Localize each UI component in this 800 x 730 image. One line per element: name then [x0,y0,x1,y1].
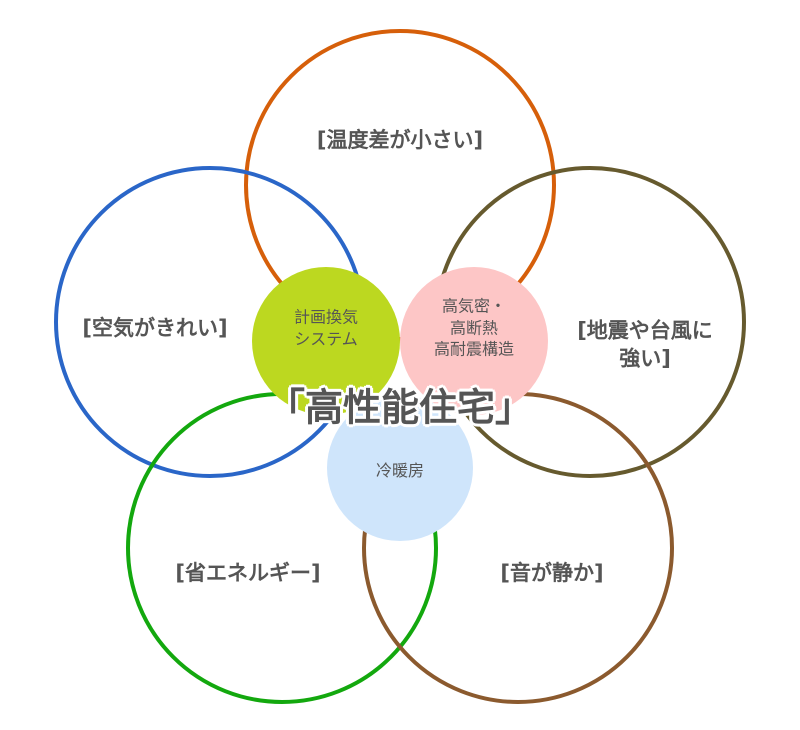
circle-structure [400,267,548,415]
label-quiet: [音が静か] [500,560,604,585]
label-structure-line2: 高断熱 [449,318,499,338]
label-air: [空気がきれい] [82,315,228,340]
label-structure-line3: 高耐震構造 [433,339,515,359]
label-structure: 高気密・ 高断熱 高耐震構造 [434,296,514,361]
label-heating: 冷暖房 [375,461,425,481]
label-earthquake-line1: [地震や台風に [577,318,713,343]
circle-temperature [244,29,556,341]
diagram-title: 「高性能住宅」 [266,385,534,430]
label-energy: [省エネルギー] [175,560,321,585]
label-ventilation-line1: 計画換気 [293,307,359,327]
label-ventilation-line2: システム [294,329,358,348]
label-temperature: [温度差が小さい] [316,127,484,152]
label-earthquake: [地震や台風に 強い] [577,317,713,374]
label-structure-line1: 高気密・ [441,296,507,316]
label-ventilation: 計画換気 システム [294,306,358,349]
circle-heating [327,395,473,541]
label-earthquake-line2: 強い] [619,347,671,371]
circle-ventilation [252,267,400,415]
